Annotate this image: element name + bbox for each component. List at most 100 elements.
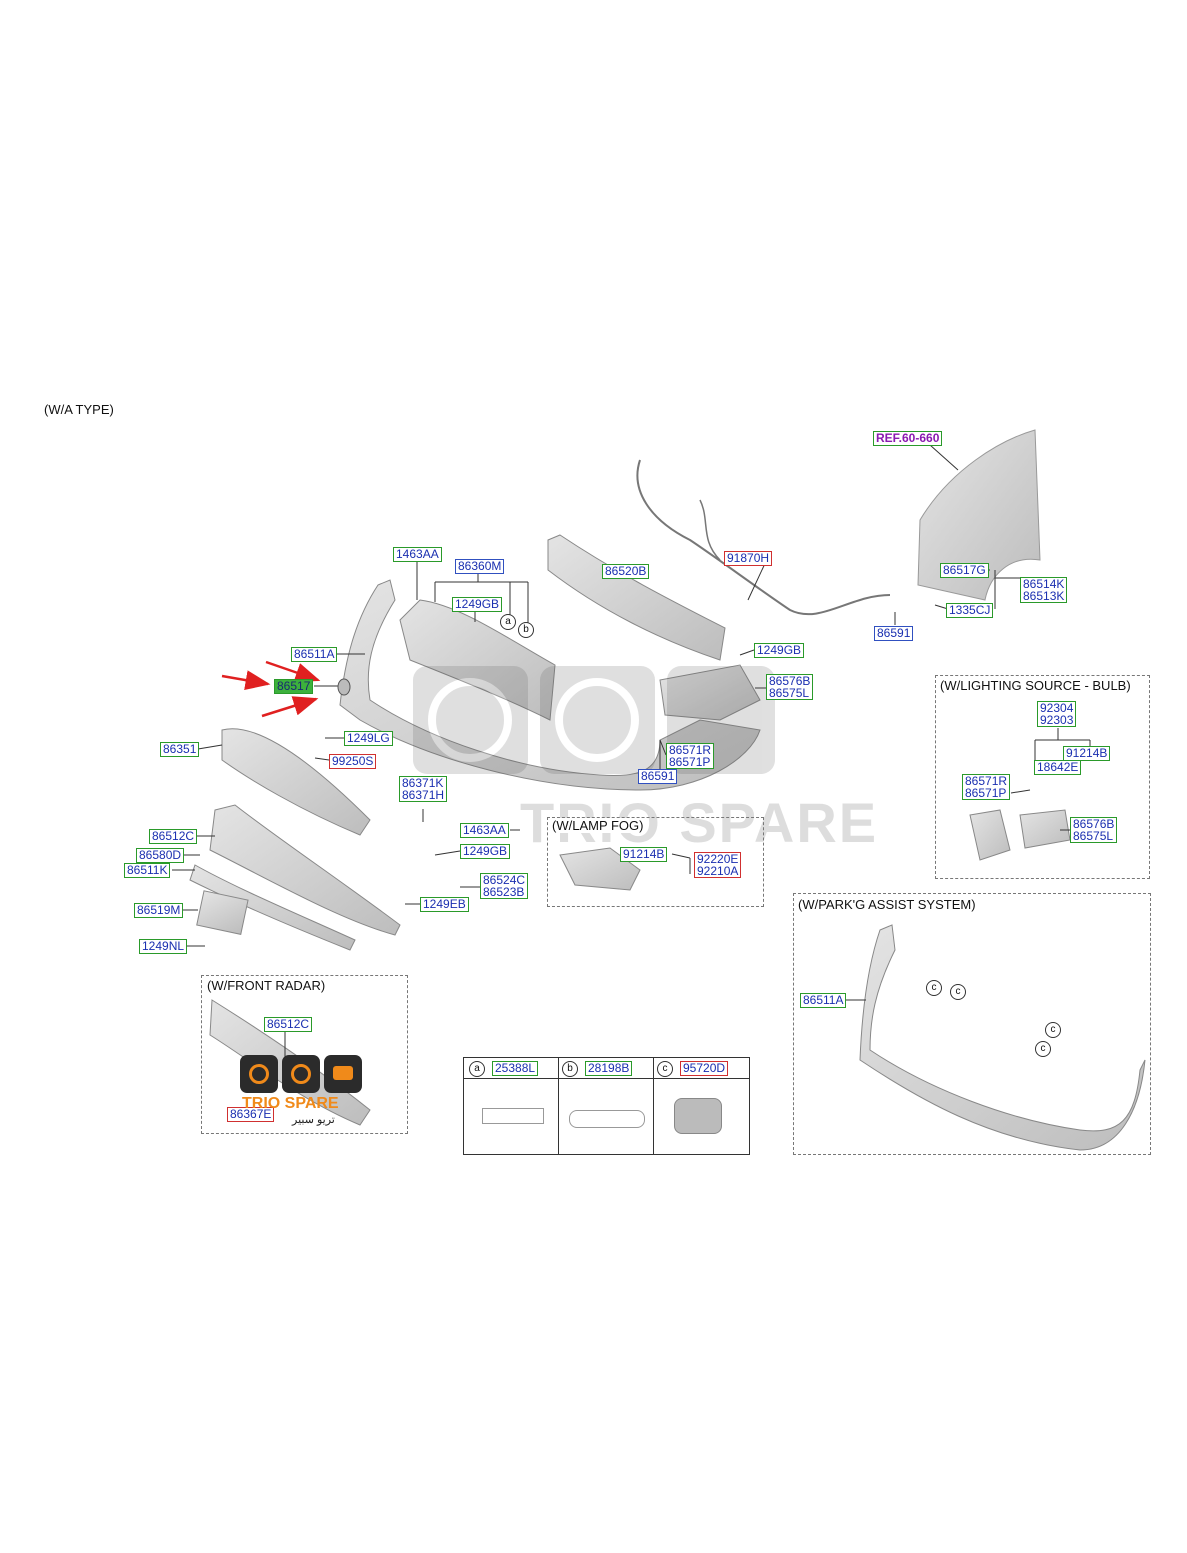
- part-86371H: 86371H: [402, 788, 445, 802]
- part-86360M[interactable]: 86360M: [455, 559, 505, 574]
- legend-key-b: b: [562, 1061, 578, 1077]
- part-86371K: 86371K: [402, 776, 444, 790]
- legend-cell-b: b 28198B: [559, 1058, 654, 1154]
- part-86511K[interactable]: 86511K: [124, 863, 171, 878]
- logo-arabic-text: تريو سبير: [292, 1114, 335, 1126]
- park-assist-box: [793, 893, 1151, 1155]
- legend-part-95720D[interactable]: 95720D: [680, 1061, 729, 1076]
- part-86571P: 86571P: [669, 755, 711, 769]
- red-arrows: [221, 660, 321, 718]
- part-86591-right[interactable]: 86591: [874, 626, 914, 641]
- park-sensor-callout-2[interactable]: c: [950, 984, 966, 1000]
- bulb-part-86571P: 86571P: [965, 786, 1007, 800]
- part-86371K-86371H[interactable]: 86371K 86371H: [399, 776, 448, 802]
- bulb-box-title: (W/LIGHTING SOURCE - BULB): [940, 678, 1131, 693]
- part-1249GB-c[interactable]: 1249GB: [460, 844, 511, 859]
- callout-a[interactable]: a: [500, 614, 516, 630]
- park-bumper: [859, 924, 1146, 1151]
- part-86524C: 86524C: [483, 873, 526, 887]
- part-86523B: 86523B: [483, 885, 525, 899]
- bulb-part-86571R: 86571R: [965, 774, 1008, 788]
- bulb-part-92304: 92304: [1040, 701, 1074, 715]
- park-part-86511A[interactable]: 86511A: [800, 993, 847, 1008]
- ref-fender[interactable]: REF.60-660: [873, 431, 943, 446]
- legend-part-28198B[interactable]: 28198B: [585, 1061, 633, 1076]
- radar-box-title: (W/FRONT RADAR): [207, 978, 326, 993]
- part-1249NL[interactable]: 1249NL: [139, 939, 188, 954]
- part-86524C-86523B[interactable]: 86524C 86523B: [480, 873, 529, 899]
- part-86517G[interactable]: 86517G: [940, 563, 989, 578]
- part-86519M[interactable]: 86519M: [134, 903, 184, 918]
- legend-table: a 25388L b 28198B c 95720D: [463, 1057, 750, 1155]
- part-99250S[interactable]: 99250S: [329, 754, 377, 769]
- leader-lines: [172, 556, 1091, 1060]
- part-86512C[interactable]: 86512C: [149, 829, 198, 844]
- watermark-center: [413, 666, 775, 774]
- bumper-cover: [339, 579, 761, 791]
- part-86517-highlighted[interactable]: 86517: [274, 679, 314, 694]
- clip-86517: [337, 678, 351, 696]
- fog-lamp-box-title: (W/LAMP FOG): [552, 818, 644, 833]
- fender-panel: [917, 429, 1041, 601]
- bulb-part-18642E[interactable]: 18642E: [1034, 760, 1082, 775]
- license-bracket: [196, 890, 249, 935]
- energy-absorber: [547, 534, 726, 661]
- legend-icon-sensor: [674, 1098, 722, 1134]
- radar-part-86512C[interactable]: 86512C: [264, 1017, 313, 1032]
- part-1463AA-bottom[interactable]: 1463AA: [460, 823, 509, 838]
- radar-box: [201, 975, 408, 1134]
- lower-grille: [209, 804, 401, 936]
- part-91870H[interactable]: 91870H: [724, 551, 773, 566]
- bulb-part-86576B-86575L[interactable]: 86576B 86575L: [1070, 817, 1118, 843]
- bulb-part-86571R-86571P[interactable]: 86571R 86571P: [962, 774, 1011, 800]
- park-sensor-callout-1[interactable]: c: [926, 980, 942, 996]
- bulb-part-92304-92303[interactable]: 92304 92303: [1037, 701, 1077, 727]
- part-1249GB-a[interactable]: 1249GB: [452, 597, 503, 612]
- type-label: (W/A TYPE): [44, 402, 114, 417]
- bulb-part-86576B: 86576B: [1073, 817, 1115, 831]
- part-86511A[interactable]: 86511A: [291, 647, 338, 662]
- part-86591-center[interactable]: 86591: [638, 769, 678, 784]
- fog-part-92220E: 92220E: [697, 852, 739, 866]
- legend-key-a: a: [469, 1061, 485, 1077]
- radar-part-86367E[interactable]: 86367E: [227, 1107, 275, 1122]
- legend-part-25388L[interactable]: 25388L: [492, 1061, 539, 1076]
- part-86576B-86575L[interactable]: 86576B 86575L: [766, 674, 814, 700]
- part-1463AA-top[interactable]: 1463AA: [393, 547, 442, 562]
- logo-brand-text: TRIO SPARE: [242, 1095, 339, 1112]
- part-1249LG[interactable]: 1249LG: [344, 731, 393, 746]
- legend-cell-a: a 25388L: [464, 1058, 559, 1154]
- legend-icon-labels: [482, 1108, 544, 1124]
- part-86580D[interactable]: 86580D: [136, 848, 185, 863]
- fog-lamp-box: [547, 817, 764, 907]
- legend-icon-badge: [569, 1110, 645, 1128]
- part-86575L: 86575L: [769, 686, 810, 700]
- fog-part-92210A: 92210A: [697, 864, 739, 878]
- part-86576B: 86576B: [769, 674, 811, 688]
- legend-key-c: c: [657, 1061, 673, 1077]
- part-86514K-86513K[interactable]: 86514K 86513K: [1020, 577, 1068, 603]
- part-1249EB[interactable]: 1249EB: [420, 897, 469, 912]
- park-sensor-callout-3[interactable]: c: [1045, 1022, 1061, 1038]
- side-bracket: [659, 664, 761, 721]
- legend-cell-c: c 95720D: [654, 1058, 749, 1154]
- radiator-grille: [221, 728, 371, 836]
- park-sensor-callout-4[interactable]: c: [1035, 1041, 1051, 1057]
- bulb-part-92303: 92303: [1040, 713, 1074, 727]
- fog-part-92220E-92210A[interactable]: 92220E 92210A: [694, 852, 742, 878]
- part-1249GB-b[interactable]: 1249GB: [754, 643, 805, 658]
- fog-part-91214B[interactable]: 91214B: [620, 847, 668, 862]
- part-86520B[interactable]: 86520B: [602, 564, 650, 579]
- wiring-harness: [636, 459, 891, 616]
- part-86513K: 86513K: [1023, 589, 1065, 603]
- trio-spare-logo: TRIO SPARE تريو سبير: [240, 1055, 365, 1126]
- part-86351[interactable]: 86351: [160, 742, 200, 757]
- part-86514K: 86514K: [1023, 577, 1065, 591]
- part-1335CJ[interactable]: 1335CJ: [946, 603, 994, 618]
- bulb-bracket: [969, 809, 1011, 861]
- park-assist-box-title: (W/PARK'G ASSIST SYSTEM): [798, 897, 976, 912]
- callout-b[interactable]: b: [518, 622, 534, 638]
- bulb-part-91214B[interactable]: 91214B: [1063, 746, 1111, 761]
- part-86571R-86571P[interactable]: 86571R 86571P: [666, 743, 715, 769]
- part-86571R: 86571R: [669, 743, 712, 757]
